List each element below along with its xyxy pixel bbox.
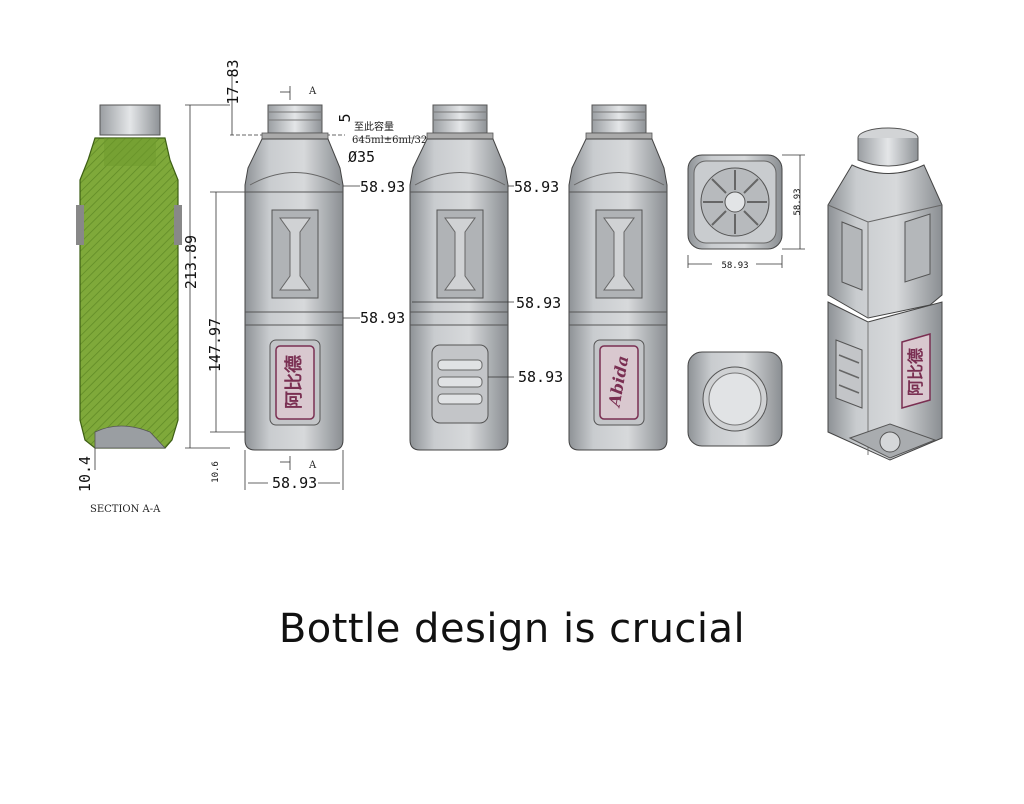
section-marker-top: A: [308, 86, 317, 97]
top-view: [687, 154, 783, 250]
dim-width-waist: 58.93: [360, 309, 405, 327]
dim-top-width: 58.93: [721, 261, 748, 271]
dim-body-height: 147.97: [206, 318, 224, 372]
perspective-view: 阿比德: [827, 127, 943, 461]
front-dimensions: [244, 86, 430, 490]
dim-base-height-front: 10.6: [211, 461, 221, 483]
front-view: 阿比德: [244, 104, 344, 451]
dim-width-base: 58.93: [272, 474, 317, 492]
fill-note-line2: 645ml±6ml/32g: [352, 135, 434, 146]
dim-neck-height: 17.83: [224, 59, 242, 104]
back-view: Abida: [568, 104, 668, 451]
dim-side-width-grip: 58.93: [518, 368, 563, 386]
dim-side-width-waist: 58.93: [516, 294, 561, 312]
side-view: [409, 104, 509, 451]
brand-chinese-front: 阿比德: [283, 355, 305, 409]
brand-chinese-perspective: 阿比德: [906, 348, 925, 396]
fill-note-line1: 至此容量: [354, 120, 394, 133]
section-view: [76, 104, 182, 449]
dim-neck-offset: 5: [336, 113, 354, 122]
section-marker-bottom: A: [308, 460, 317, 471]
top-view-dimensions: [687, 154, 805, 268]
dim-base-height: 10.4: [76, 456, 94, 492]
dim-total-height: 213.89: [182, 235, 200, 289]
bottom-view: [687, 351, 783, 447]
dim-neck-diameter: Ø35: [348, 148, 375, 166]
side-dimensions: [412, 185, 514, 378]
dim-width-shoulder: 58.93: [360, 178, 405, 196]
dim-side-width-shoulder: 58.93: [514, 178, 559, 196]
dim-top-depth: 58.93: [793, 188, 803, 215]
section-label: SECTION A-A: [90, 504, 161, 515]
caption: Bottle design is crucial: [278, 606, 746, 652]
